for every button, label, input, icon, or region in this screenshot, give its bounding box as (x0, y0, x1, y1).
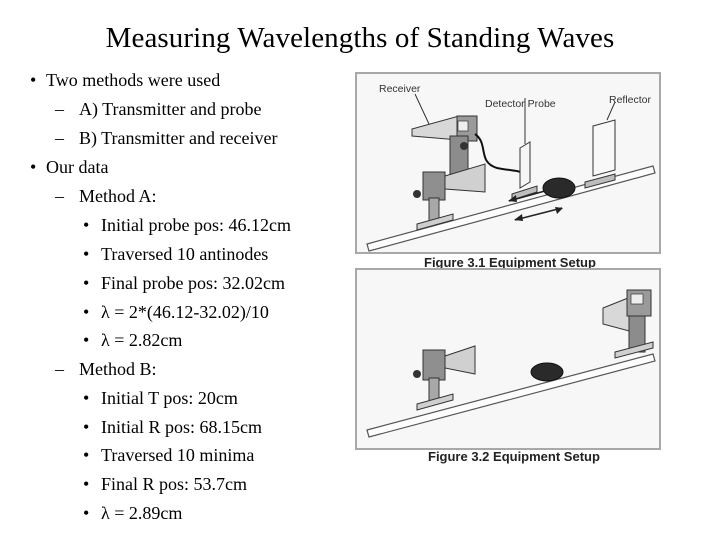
bullet-marker: • (30, 157, 37, 177)
label-reflector: Reflector (609, 94, 652, 106)
equipment-setup-drawing-1: Receiver Detector Probe Reflector (366, 83, 656, 252)
bullet-marker: • (83, 330, 90, 350)
bullet-item: • λ = 2.82cm (83, 330, 182, 350)
bullet-marker: – (55, 99, 64, 119)
bullet-text: Initial R pos: 68.15cm (101, 417, 262, 437)
bullet-marker: – (55, 186, 64, 206)
bullet-text: Method A: (79, 186, 157, 206)
bullet-text: Method B: (79, 359, 157, 379)
bullet-item: –Method A: (55, 186, 157, 206)
bullet-marker: • (83, 244, 90, 264)
bullet-text: Traversed 10 minima (101, 445, 255, 465)
bullet-text: Our data (46, 157, 109, 177)
bullet-text: Initial probe pos: 46.12cm (101, 215, 291, 235)
label-receiver: Receiver (379, 83, 421, 95)
bullet-text: λ = 2.82cm (101, 330, 183, 350)
bullet-item: • Initial probe pos: 46.12cm (83, 215, 291, 235)
bullet-item: • λ = 2.89cm (83, 503, 182, 523)
bullet-text: Final R pos: 53.7cm (101, 474, 248, 494)
label-detector-probe: Detector Probe (485, 98, 556, 110)
bullet-item: • Traversed 10 antinodes (83, 244, 268, 264)
bullet-item: –B) Transmitter and receiver (55, 128, 277, 148)
bullet-marker: • (83, 417, 90, 437)
bullet-list: •Two methods were used –A) Transmitter a… (0, 0, 345, 540)
bullet-marker: • (83, 273, 90, 293)
bullet-marker: • (83, 503, 90, 523)
bullet-item: –Method B: (55, 359, 157, 379)
bullet-marker: • (83, 445, 90, 465)
bullet-text: Traversed 10 antinodes (101, 244, 269, 264)
bullet-item: • λ = 2*(46.12-32.02)/10 (83, 302, 269, 322)
slide-title: Measuring Wavelengths of Standing Waves (105, 22, 615, 54)
bullet-marker: – (55, 359, 64, 379)
figure-3-1-image: Receiver Detector Probe Reflector (355, 72, 661, 254)
bullet-item: • Two methods were used (30, 70, 220, 90)
bullet-item: • Initial R pos: 68.15cm (83, 417, 262, 437)
bullet-item: –A) Transmitter and probe (55, 99, 261, 119)
figure-3-1-caption: Figure 3.1 Equipment Setup (424, 255, 596, 270)
bullet-marker: – (55, 128, 64, 148)
bullet-item: • Our data (30, 157, 108, 177)
bullet-text: λ = 2.89cm (101, 503, 183, 523)
bullet-item: • Traversed 10 minima (83, 445, 254, 465)
bullet-marker: • (83, 302, 90, 322)
bullet-marker: • (83, 474, 90, 494)
bullet-item: • Initial T pos: 20cm (83, 388, 238, 408)
figure-3-2-caption: Figure 3.2 Equipment Setup (428, 449, 600, 464)
bullet-marker: • (83, 215, 90, 235)
bullet-item: • Final probe pos: 32.02cm (83, 273, 285, 293)
figure-3-2-image (355, 268, 661, 450)
bullet-text: A) Transmitter and probe (79, 99, 262, 119)
bullet-item: • Final R pos: 53.7cm (83, 474, 247, 494)
bullet-text: Initial T pos: 20cm (101, 388, 238, 408)
bullet-text: Two methods were used (46, 70, 221, 90)
bullet-marker: • (83, 388, 90, 408)
bullet-text: λ = 2*(46.12-32.02)/10 (101, 302, 269, 322)
bullet-marker: • (30, 70, 37, 90)
equipment-setup-drawing-2 (366, 289, 656, 438)
bullet-text: Final probe pos: 32.02cm (101, 273, 285, 293)
bullet-text: B) Transmitter and receiver (79, 128, 278, 148)
